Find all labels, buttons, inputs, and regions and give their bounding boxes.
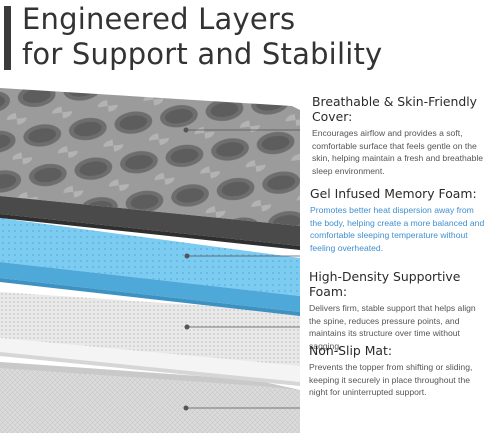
callout-gel-foam: Gel Infused Memory Foam: Promotes better…	[310, 186, 488, 254]
callout-gel-foam-title: Gel Infused Memory Foam:	[310, 186, 477, 201]
high-density-foam-layer	[0, 292, 300, 386]
headline: Engineered Layers for Support and Stabil…	[0, 0, 488, 80]
cover-layer	[0, 88, 300, 250]
callout-cover-body: Encourages airflow and provides a soft, …	[312, 128, 484, 176]
callout-support-foam: High-Density Supportive Foam: Delivers f…	[309, 269, 488, 352]
callout-support-foam-body: Delivers firm, stable support that helps…	[309, 303, 476, 351]
headline-accent-bar	[4, 6, 11, 70]
callout-gel-foam-body: Promotes better heat dispersion away fro…	[310, 205, 485, 253]
gel-memory-foam-layer	[0, 218, 300, 316]
leader-dots	[183, 127, 190, 411]
callout-non-slip-mat-title: Non-Slip Mat:	[309, 343, 393, 358]
mattress-layers-illustration	[0, 88, 300, 433]
non-slip-mat-layer	[0, 362, 300, 433]
callout-non-slip-mat: Non-Slip Mat: Prevents the topper from s…	[309, 343, 488, 399]
headline-line-1: Engineered Layers	[22, 2, 296, 36]
headline-line-2: for Support and Stability	[22, 37, 383, 71]
leader-lines	[186, 129, 300, 409]
callout-non-slip-mat-body: Prevents the topper from shifting or sli…	[309, 362, 473, 398]
callout-cover: Breathable & Skin-Friendly Cover: Encour…	[312, 94, 488, 177]
callout-support-foam-title: High-Density Supportive Foam:	[309, 269, 461, 299]
callout-cover-title: Breathable & Skin-Friendly Cover:	[312, 94, 477, 124]
